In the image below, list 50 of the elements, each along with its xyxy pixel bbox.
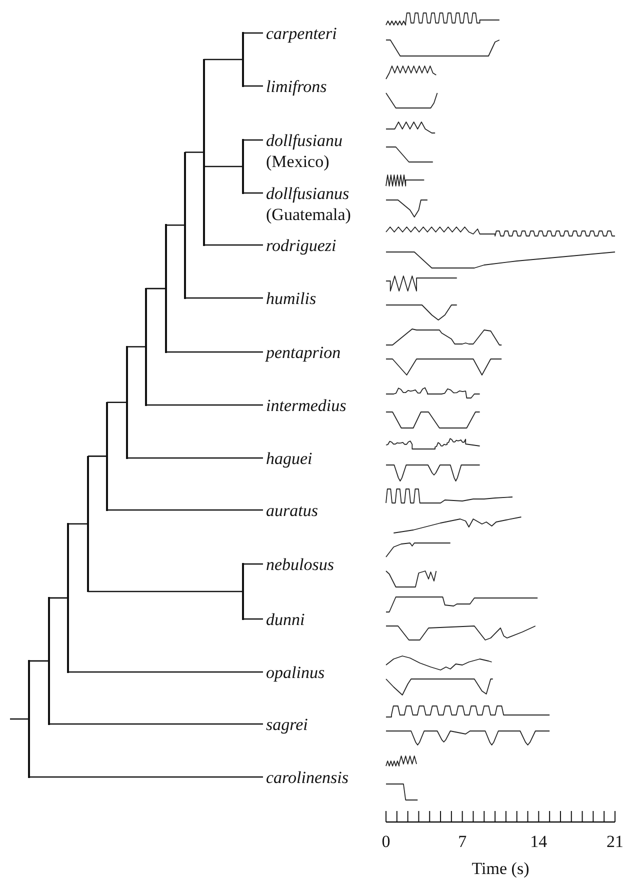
tree-branch bbox=[29, 660, 49, 662]
species-name: carpenteri bbox=[266, 22, 337, 44]
tree-branch bbox=[68, 523, 88, 524]
tree-branch bbox=[243, 139, 263, 141]
tree-branch bbox=[49, 723, 263, 725]
locality-name: (Guatemala) bbox=[266, 204, 351, 224]
species-name: opalinus bbox=[266, 662, 325, 682]
species-name: dollfusianu bbox=[266, 130, 343, 150]
tick-label: 14 bbox=[530, 832, 548, 852]
species-name: nebulosus bbox=[266, 554, 334, 574]
tree-branch bbox=[68, 671, 263, 673]
species-name: intermedius bbox=[266, 394, 346, 416]
tree-branch bbox=[243, 563, 263, 565]
tree-branch bbox=[185, 297, 263, 299]
tree-branch bbox=[243, 618, 263, 620]
tree-branch bbox=[204, 58, 243, 60]
species-name: rodriguezi bbox=[266, 234, 336, 256]
tree-branch bbox=[204, 244, 263, 246]
species-name: carolinensis bbox=[266, 766, 348, 788]
axis-title: Time (s) bbox=[472, 859, 530, 879]
tree-branch bbox=[146, 404, 263, 406]
species-name: haguei bbox=[266, 448, 312, 468]
tick-label: 21 bbox=[606, 832, 624, 852]
tree-branch bbox=[49, 597, 68, 599]
tree-branch bbox=[127, 346, 146, 348]
tree-branch bbox=[10, 718, 29, 720]
tree-branch bbox=[243, 85, 263, 87]
tree-branch bbox=[107, 509, 263, 511]
species-name: pentaprion bbox=[266, 342, 341, 362]
species-name: humilis bbox=[266, 288, 316, 308]
tree-branch bbox=[204, 166, 243, 168]
species-name: limifrons bbox=[266, 76, 327, 96]
tree-branch bbox=[88, 456, 107, 457]
tree-branch bbox=[243, 32, 263, 34]
tree-branch bbox=[107, 402, 127, 404]
tree-branch bbox=[166, 351, 263, 353]
species-name: sagrei bbox=[266, 714, 308, 734]
tick-label: 7 bbox=[458, 832, 467, 852]
tree-branch bbox=[127, 457, 263, 459]
species-name: dollfusianus bbox=[266, 182, 350, 204]
tree-branch bbox=[243, 192, 263, 194]
species-name: auratus bbox=[266, 500, 318, 520]
tree-branch bbox=[88, 590, 243, 592]
tree-branch bbox=[29, 776, 263, 778]
tree-branch bbox=[166, 224, 185, 226]
tick-label: 0 bbox=[382, 832, 390, 852]
species-name: dunni bbox=[266, 608, 305, 630]
tree-branch bbox=[185, 152, 204, 153]
locality-name: (Mexico) bbox=[266, 150, 330, 172]
tree-branch bbox=[146, 288, 166, 290]
